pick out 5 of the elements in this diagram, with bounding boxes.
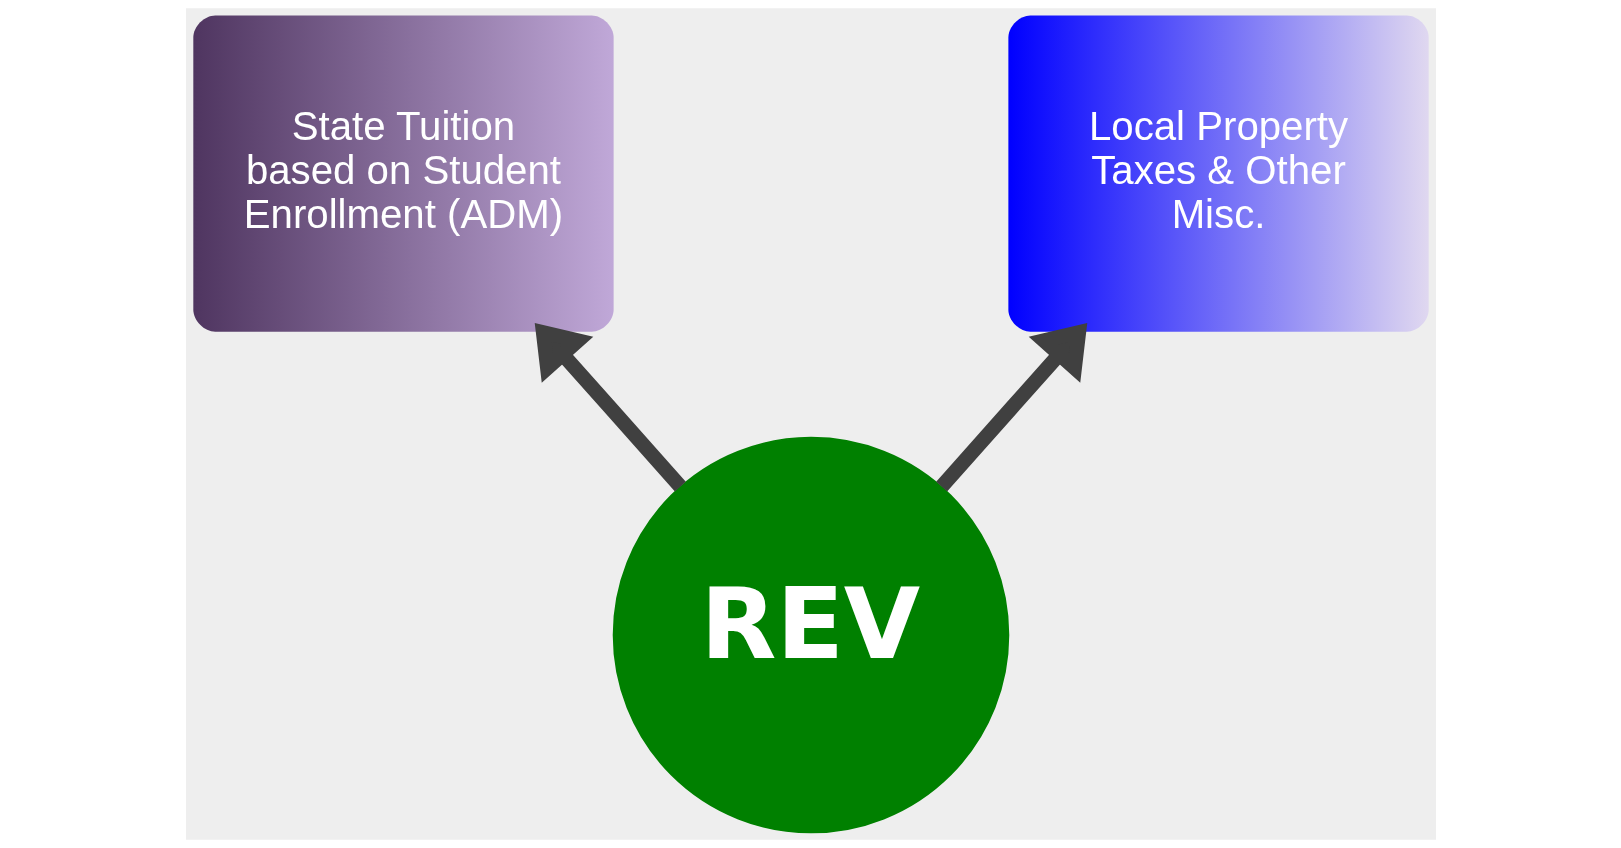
node-box: State Tuition based on Student Enrollment (ADM) [192, 15, 614, 332]
node-circle: REV [612, 436, 1009, 834]
arrow [534, 322, 686, 492]
arrow [935, 322, 1087, 492]
node-box: Local Property Taxes & Other Misc. [1007, 15, 1429, 332]
